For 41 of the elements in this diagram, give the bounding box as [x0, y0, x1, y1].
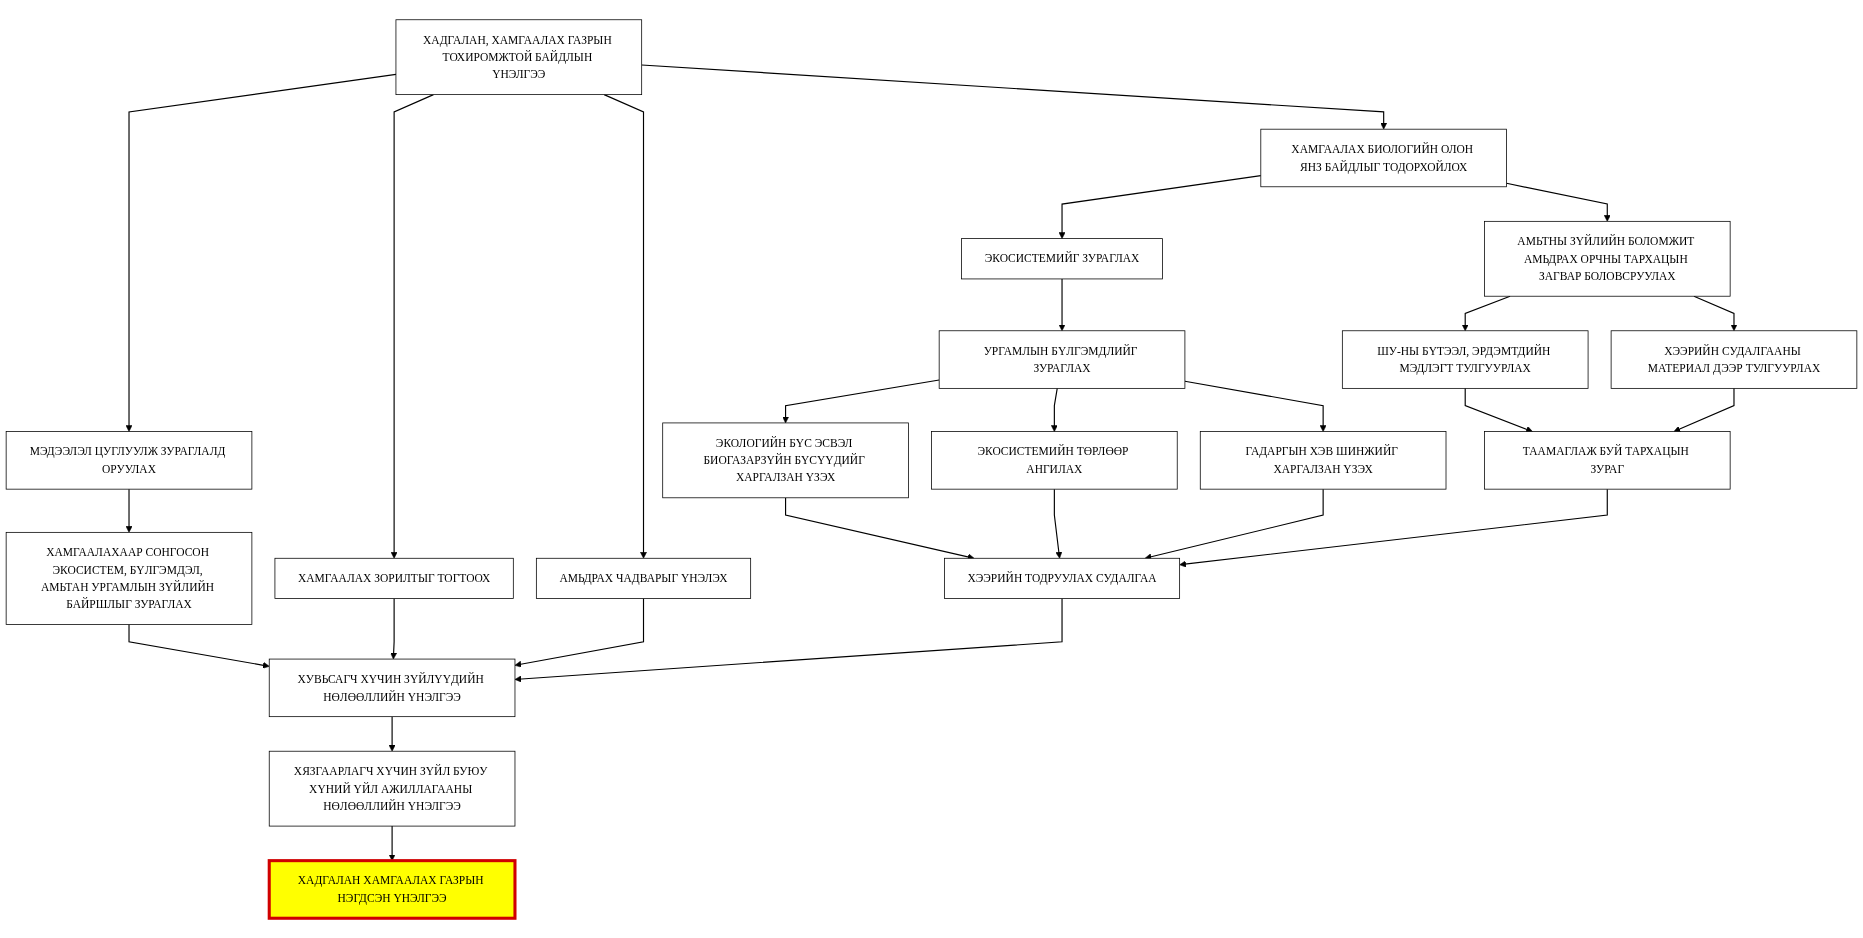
- arrow: [1464, 387, 1533, 433]
- arrow: [782, 379, 940, 424]
- node-box: ЭКОСИСТЕМИЙН ТӨРЛӨӨР АНГИЛАХ: [931, 431, 1178, 490]
- node-box: ШУ-НЫ БҮТЭЭЛ, ЭРДЭМТДИЙН МЭДЛЭГТ ТУЛГУУРЛАХ: [1341, 330, 1589, 389]
- arrow: [603, 94, 647, 559]
- arrow: [388, 825, 396, 861]
- node-box: АМЬТНЫ ЗҮЙЛИЙН БОЛОМЖИТ АМЬДРАХ ОРЧНЫ ТАРХАЦЫН ЗАГВАР БОЛОВСРУУЛАХ: [1484, 220, 1731, 297]
- arrow: [1673, 387, 1735, 433]
- node-box: ХЭЭРИЙН ТОДРУУЛАХ СУДАЛГАА: [944, 557, 1181, 599]
- arrow: [1184, 380, 1327, 432]
- arrow: [1693, 295, 1738, 332]
- arrow: [390, 598, 397, 660]
- arrow: [1505, 182, 1611, 222]
- arrow: [514, 598, 1063, 683]
- arrow: [128, 623, 270, 669]
- node-box: ХАМГААЛАХААР СОНГОСОН ЭКОСИСТЕМ, БҮЛГЭМДЭЛ, АМЬТАН УРГАМЛЫН ЗҮЙЛИЙН БАЙРШЛЫГ ЗУРАГЛАХ: [5, 531, 253, 625]
- arrow: [1051, 387, 1058, 432]
- arrow: [641, 64, 1388, 130]
- arrow: [125, 488, 133, 533]
- arrow: [514, 598, 645, 668]
- arrow: [1058, 278, 1066, 332]
- arrow: [125, 73, 397, 432]
- arrow: [1058, 175, 1262, 239]
- arrow: [1053, 488, 1063, 559]
- node-box: ХЭЭРИЙН СУДАЛГААНЫ МАТЕРИАЛ ДЭЭР ТУЛГУУРЛАХ: [1610, 330, 1858, 389]
- node-box: МЭДЭЭЛЭЛ ЦУГЛУУЛЖ ЗУРАГЛАЛД ОРУУЛАХ: [5, 431, 253, 490]
- node-box: ЭКОЛОГИЙН БҮС ЭСВЭЛ БИОГАЗАРЗҮЙН БҮСҮҮДИЙГ ХАРГАЛЗАН ҮЗЭХ: [662, 422, 909, 499]
- node-box: ТААМАГЛАЖ БУЙ ТАРХАЦЫН ЗУРАГ: [1484, 431, 1731, 490]
- node-box: ХАМГААЛАХ ЗОРИЛТЫГ ТОГТООХ: [274, 557, 514, 599]
- node-box: АМЬДРАХ ЧАДВАРЫГ ҮНЭЛЭХ: [535, 557, 752, 599]
- node-box: ЭКОСИСТЕМИЙГ ЗУРАГЛАХ: [961, 238, 1163, 280]
- node-box: ХУВЬСАГЧ ХҮЧИН ЗҮЙЛҮҮДИЙН НӨЛӨӨЛЛИЙН ҮНЭЛГЭЭ: [268, 658, 516, 718]
- node-box: ГАДАРГЫН ХЭВ ШИНЖИЙГ ХАРГАЛЗАН ҮЗЭХ: [1199, 431, 1447, 490]
- arrow: [390, 94, 435, 559]
- node-box: ХАМГААЛАХ БИОЛОГИЙН ОЛОН ЯНЗ БАЙДЛЫГ ТОДОРХОЙЛОХ: [1260, 128, 1507, 188]
- node-box: ХАДГАЛАН, ХАМГААЛАХ ГАЗРЫН ТОХИРОМЖТОЙ БАЙДЛЫН ҮНЭЛГЭЭ: [395, 19, 643, 95]
- node-box: ХЯЗГААРЛАГЧ ХҮЧИН ЗҮЙЛ БУЮУ ХҮНИЙ ҮЙЛ АЖИЛЛАГААНЫ НӨЛӨӨЛЛИЙН ҮНЭЛГЭЭ: [268, 750, 516, 827]
- arrow: [1179, 488, 1608, 568]
- arrow: [388, 716, 396, 752]
- node-box: УРГАМЛЫН БҮЛГЭМДЛИЙГ ЗУРАГЛАХ: [938, 330, 1186, 389]
- node-box: ХАДГАЛАН ХАМГААЛАХ ГАЗРЫН НЭГДСЭН ҮНЭЛГЭЭ: [267, 859, 517, 920]
